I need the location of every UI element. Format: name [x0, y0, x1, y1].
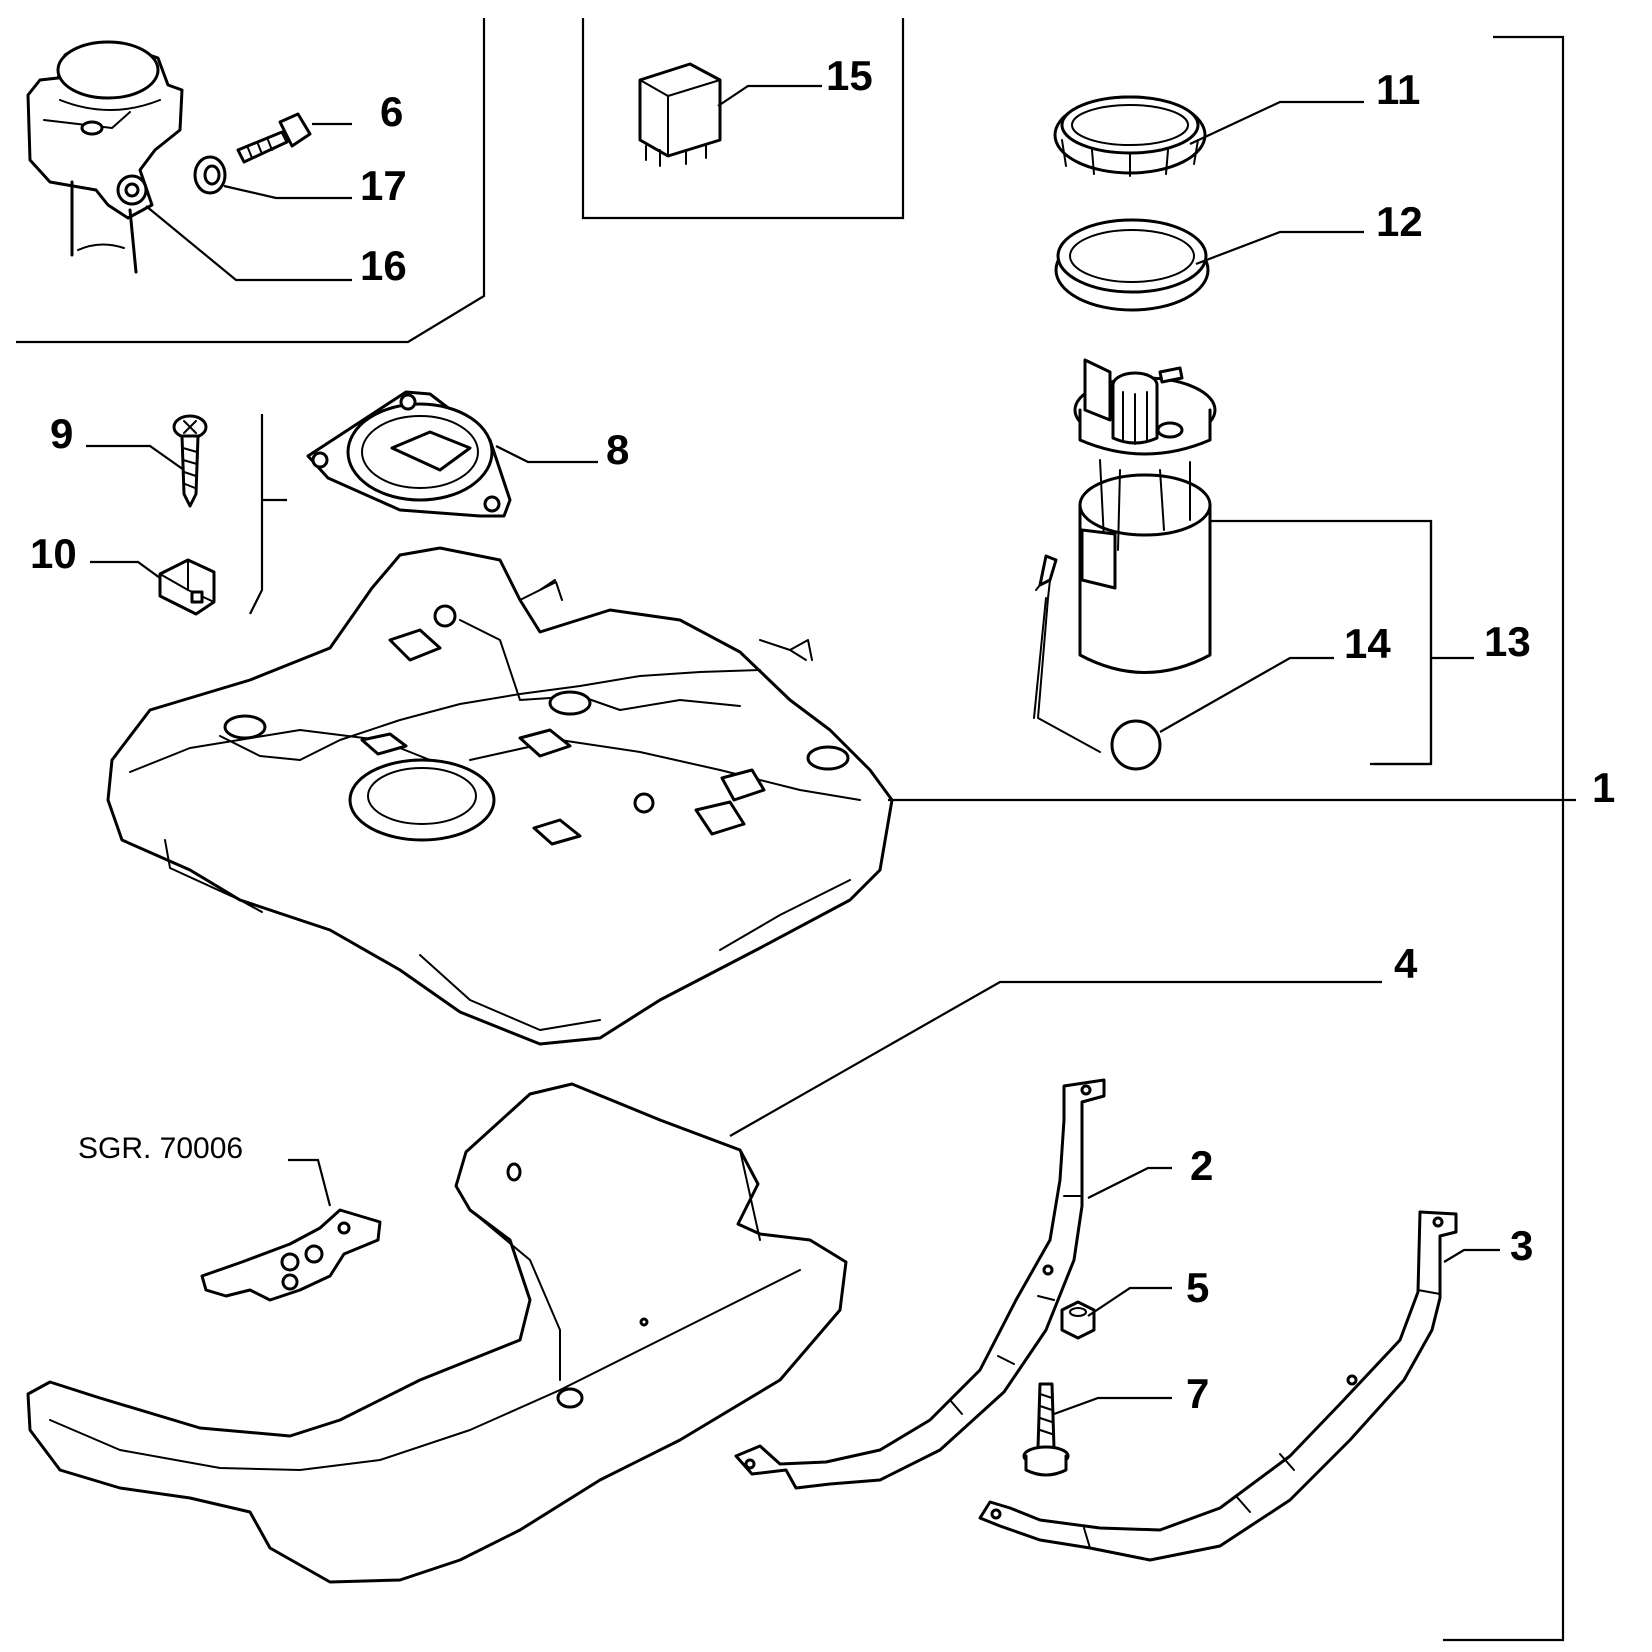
callout-16: 16: [360, 242, 407, 289]
leader-9: [86, 444, 185, 471]
bracket-items-9-10: [249, 414, 287, 615]
canister-assembly: [26, 40, 184, 274]
callout-9: 9: [50, 410, 73, 457]
cover-plate-item-8: [306, 390, 512, 518]
callout-14: 14: [1344, 620, 1391, 667]
callout-2: 2: [1190, 1142, 1213, 1189]
callout-numbers: 1 2 3 4 5 6 7 8 9 10 11 12 13 14 15 16 1…: [30, 52, 1615, 1417]
callout-6: 6: [380, 88, 403, 135]
fuel-pump-item-13: [1073, 358, 1217, 674]
leader-3: [1443, 1248, 1500, 1263]
screw-item-9: [172, 414, 208, 508]
callout-5: 5: [1186, 1264, 1209, 1311]
callout-1: 1: [1592, 764, 1615, 811]
leader-12: [1195, 230, 1364, 266]
callout-7: 7: [1186, 1370, 1209, 1417]
bolt-item-7: [1022, 1382, 1070, 1477]
bracket-item-1: [1443, 35, 1565, 1642]
pump-opening: [348, 758, 496, 842]
callout-3: 3: [1510, 1222, 1533, 1269]
leader-2: [1087, 1166, 1172, 1199]
leader-10: [90, 560, 161, 579]
leader-15: [717, 84, 822, 107]
leader-11: [1189, 100, 1364, 145]
relay-item-15: [638, 62, 722, 167]
frame-lines: [16, 18, 1565, 1642]
leader-8: [495, 445, 598, 464]
callout-10: 10: [30, 530, 77, 577]
callout-13: 13: [1484, 618, 1531, 665]
leader-14: [1159, 656, 1334, 733]
strap-item-2: [734, 1078, 1106, 1490]
callout-15: 15: [826, 52, 873, 99]
canister-cap: [56, 40, 160, 100]
clip-item-10: [158, 558, 216, 616]
bracket-item-13-tick: [1373, 656, 1474, 766]
fuel-tank-item-1: [106, 546, 894, 1046]
leader-17: [223, 184, 352, 200]
washer-item-17: [193, 155, 227, 195]
callout-12: 12: [1376, 198, 1423, 245]
callout-11: 11: [1376, 66, 1420, 113]
inset-frame-relay: [581, 18, 905, 220]
strap-item-3: [978, 1210, 1458, 1562]
leader-7: [1053, 1396, 1172, 1416]
float: [1110, 719, 1162, 771]
pump-label: [1080, 528, 1117, 590]
callout-17: 17: [360, 162, 407, 209]
ring-nut-item-11: [1053, 95, 1207, 177]
leader-5: [1087, 1286, 1172, 1317]
leader-lines: [86, 84, 1576, 1416]
reference-label: SGR. 70006: [78, 1132, 243, 1165]
callout-8: 8: [606, 426, 629, 473]
level-sensor-item-14: [1033, 554, 1162, 771]
seal-item-12: [1054, 218, 1210, 312]
callout-4: 4: [1394, 940, 1418, 987]
inset-frame-top-left: [16, 18, 486, 344]
bracket-item-13: [1205, 519, 1433, 766]
leader-4: [729, 980, 1382, 1137]
leader-ref: [288, 1158, 332, 1207]
nut-item-5: [1060, 1300, 1096, 1340]
screw-item-6: [236, 112, 312, 164]
heat-shield-item-4: [26, 1082, 848, 1584]
leader-16: [145, 205, 352, 282]
reference-bracket: [200, 1208, 382, 1302]
